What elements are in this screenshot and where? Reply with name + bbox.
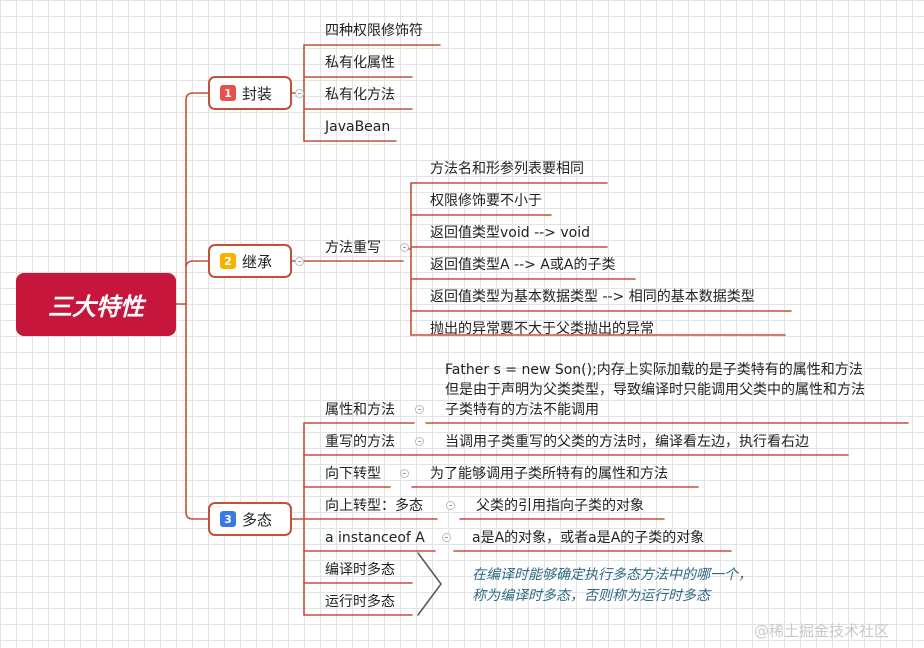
topic-upcast[interactable]: 向上转型：多态 bbox=[325, 498, 423, 514]
override-rule[interactable]: 抛出的异常要不大于父类抛出的异常 bbox=[430, 321, 654, 337]
detail-line: 父类的引用指向子类的对象 bbox=[476, 498, 644, 514]
topic-private-attributes[interactable]: 私有化属性 bbox=[325, 55, 395, 71]
summary-note: 在编译时能够确定执行多态方法中的哪一个， 称为编译时多态，否则称为运行时多态 bbox=[472, 565, 752, 607]
collapse-icon[interactable] bbox=[295, 89, 304, 98]
override-rule[interactable]: 返回值类型A --> A或A的子类 bbox=[430, 257, 616, 273]
note-line: 在编译时能够确定执行多态方法中的哪一个， bbox=[472, 567, 752, 583]
collapse-icon[interactable] bbox=[415, 437, 424, 446]
root-title: 三大特性 bbox=[48, 293, 144, 321]
override-rule[interactable]: 返回值类型void --> void bbox=[430, 225, 590, 241]
collapse-icon[interactable] bbox=[415, 405, 424, 414]
detail-line: a是A的对象，或者a是A的子类的对象 bbox=[472, 530, 705, 546]
detail-line: 当调用子类重写的父类的方法时，编译看左边，执行看右边 bbox=[445, 434, 809, 450]
number-badge: 2 bbox=[220, 253, 236, 269]
topic-private-methods[interactable]: 私有化方法 bbox=[325, 87, 395, 103]
collapse-icon[interactable] bbox=[295, 257, 304, 266]
branch-label: 继承 bbox=[242, 252, 273, 271]
collapse-icon[interactable] bbox=[400, 469, 409, 478]
branch-label: 封装 bbox=[242, 84, 273, 103]
override-rule[interactable]: 权限修饰要不小于 bbox=[430, 193, 542, 209]
topic-access-modifiers[interactable]: 四种权限修饰符 bbox=[325, 23, 423, 39]
topic-compile-time[interactable]: 编译时多态 bbox=[325, 562, 395, 578]
branch-inheritance[interactable]: 2 继承 bbox=[208, 244, 292, 278]
collapse-icon[interactable] bbox=[400, 243, 409, 252]
topic-downcast[interactable]: 向下转型 bbox=[325, 466, 381, 482]
watermark: @稀土掘金技术社区 bbox=[754, 622, 890, 640]
detail-line: 为了能够调用子类所特有的属性和方法 bbox=[430, 466, 668, 482]
number-badge: 1 bbox=[220, 85, 236, 101]
branch-polymorphism[interactable]: 3 多态 bbox=[208, 502, 292, 536]
note-line: 称为编译时多态，否则称为运行时多态 bbox=[472, 588, 710, 604]
override-rule[interactable]: 返回值类型为基本数据类型 --> 相同的基本数据类型 bbox=[430, 289, 755, 305]
root-topic[interactable]: 三大特性 bbox=[16, 273, 176, 336]
detail-line: 但是由于声明为父类类型，导致编译时只能调用父类中的属性和方法 bbox=[445, 382, 865, 398]
topic-method-override[interactable]: 方法重写 bbox=[325, 240, 381, 256]
override-rule[interactable]: 方法名和形参列表要相同 bbox=[430, 161, 584, 177]
detail-line: Father s = new Son();内存上实际加载的是子类特有的属性和方法 bbox=[445, 362, 863, 378]
topic-instanceof[interactable]: a instanceof A bbox=[325, 530, 425, 546]
branch-encapsulation[interactable]: 1 封装 bbox=[208, 76, 292, 110]
branch-label: 多态 bbox=[242, 510, 273, 529]
topic-overridden-methods[interactable]: 重写的方法 bbox=[325, 434, 395, 450]
topic-run-time[interactable]: 运行时多态 bbox=[325, 594, 395, 610]
topic-attributes-methods[interactable]: 属性和方法 bbox=[325, 402, 395, 418]
collapse-icon[interactable] bbox=[442, 533, 451, 542]
number-badge: 3 bbox=[220, 511, 236, 527]
topic-javabean[interactable]: JavaBean bbox=[325, 119, 391, 135]
detail-line: 子类特有的方法不能调用 bbox=[445, 402, 599, 418]
collapse-icon[interactable] bbox=[446, 501, 455, 510]
